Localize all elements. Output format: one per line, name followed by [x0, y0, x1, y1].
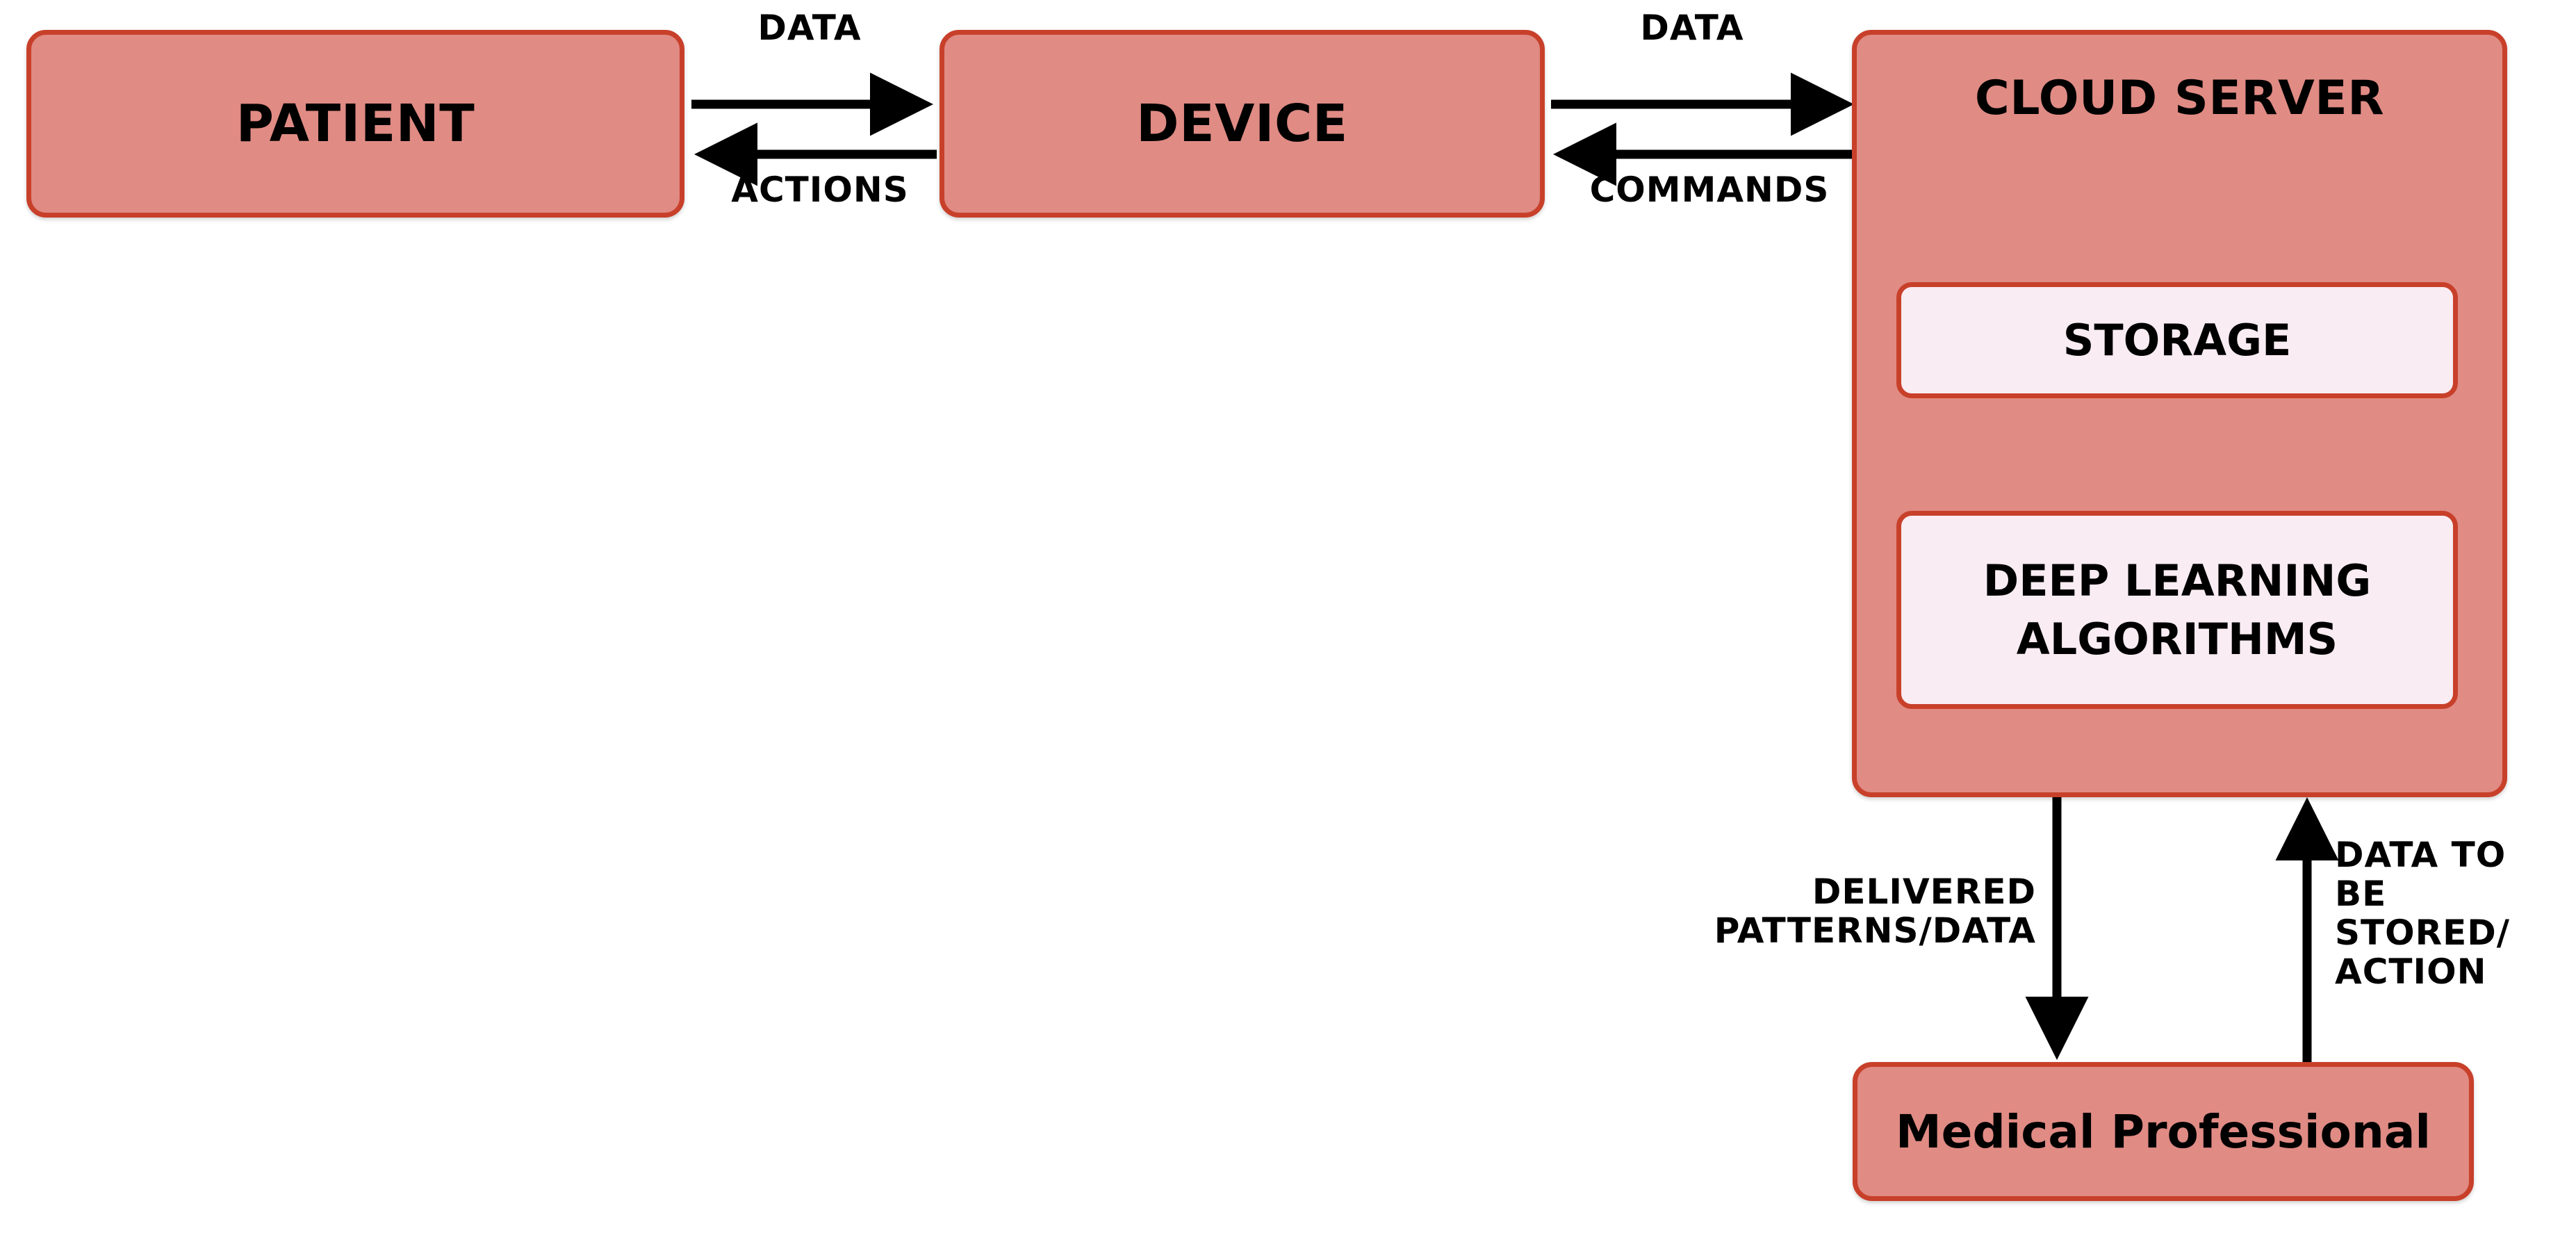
node-patient[interactable]: PATIENT [26, 30, 684, 218]
subnode-storage[interactable]: STORAGE [1896, 282, 2458, 398]
edge-label-device-to-cloud: DATA [1640, 8, 1744, 48]
edge-label-cloud-to-medical: DELIVERED PATTERNS/DATA [1714, 872, 2036, 951]
subnode-deep-learning-line2: ALGORITHMS [2016, 613, 2338, 664]
edge-label-device-to-patient: ACTIONS [731, 170, 909, 210]
node-cloud-server-label: CLOUD SERVER [1974, 71, 2385, 126]
node-patient-label: PATIENT [236, 94, 475, 154]
node-device-label: DEVICE [1136, 94, 1348, 154]
edge-label-cloud-to-device: COMMANDS [1589, 170, 1830, 210]
node-medical-professional[interactable]: Medical Professional [1853, 1062, 2474, 1201]
edge-label-patient-to-device: DATA [757, 8, 862, 48]
subnode-storage-label: STORAGE [2062, 314, 2292, 366]
node-device[interactable]: DEVICE [940, 30, 1545, 218]
edge-label-medical-to-cloud: DATA TO BE STORED/ ACTION [2335, 835, 2511, 992]
subnode-deep-learning-line1: DEEP LEARNING [1983, 555, 2372, 606]
node-medical-professional-label: Medical Professional [1896, 1104, 2431, 1159]
subnode-deep-learning-algorithms[interactable]: DEEP LEARNING ALGORITHMS [1896, 511, 2458, 709]
